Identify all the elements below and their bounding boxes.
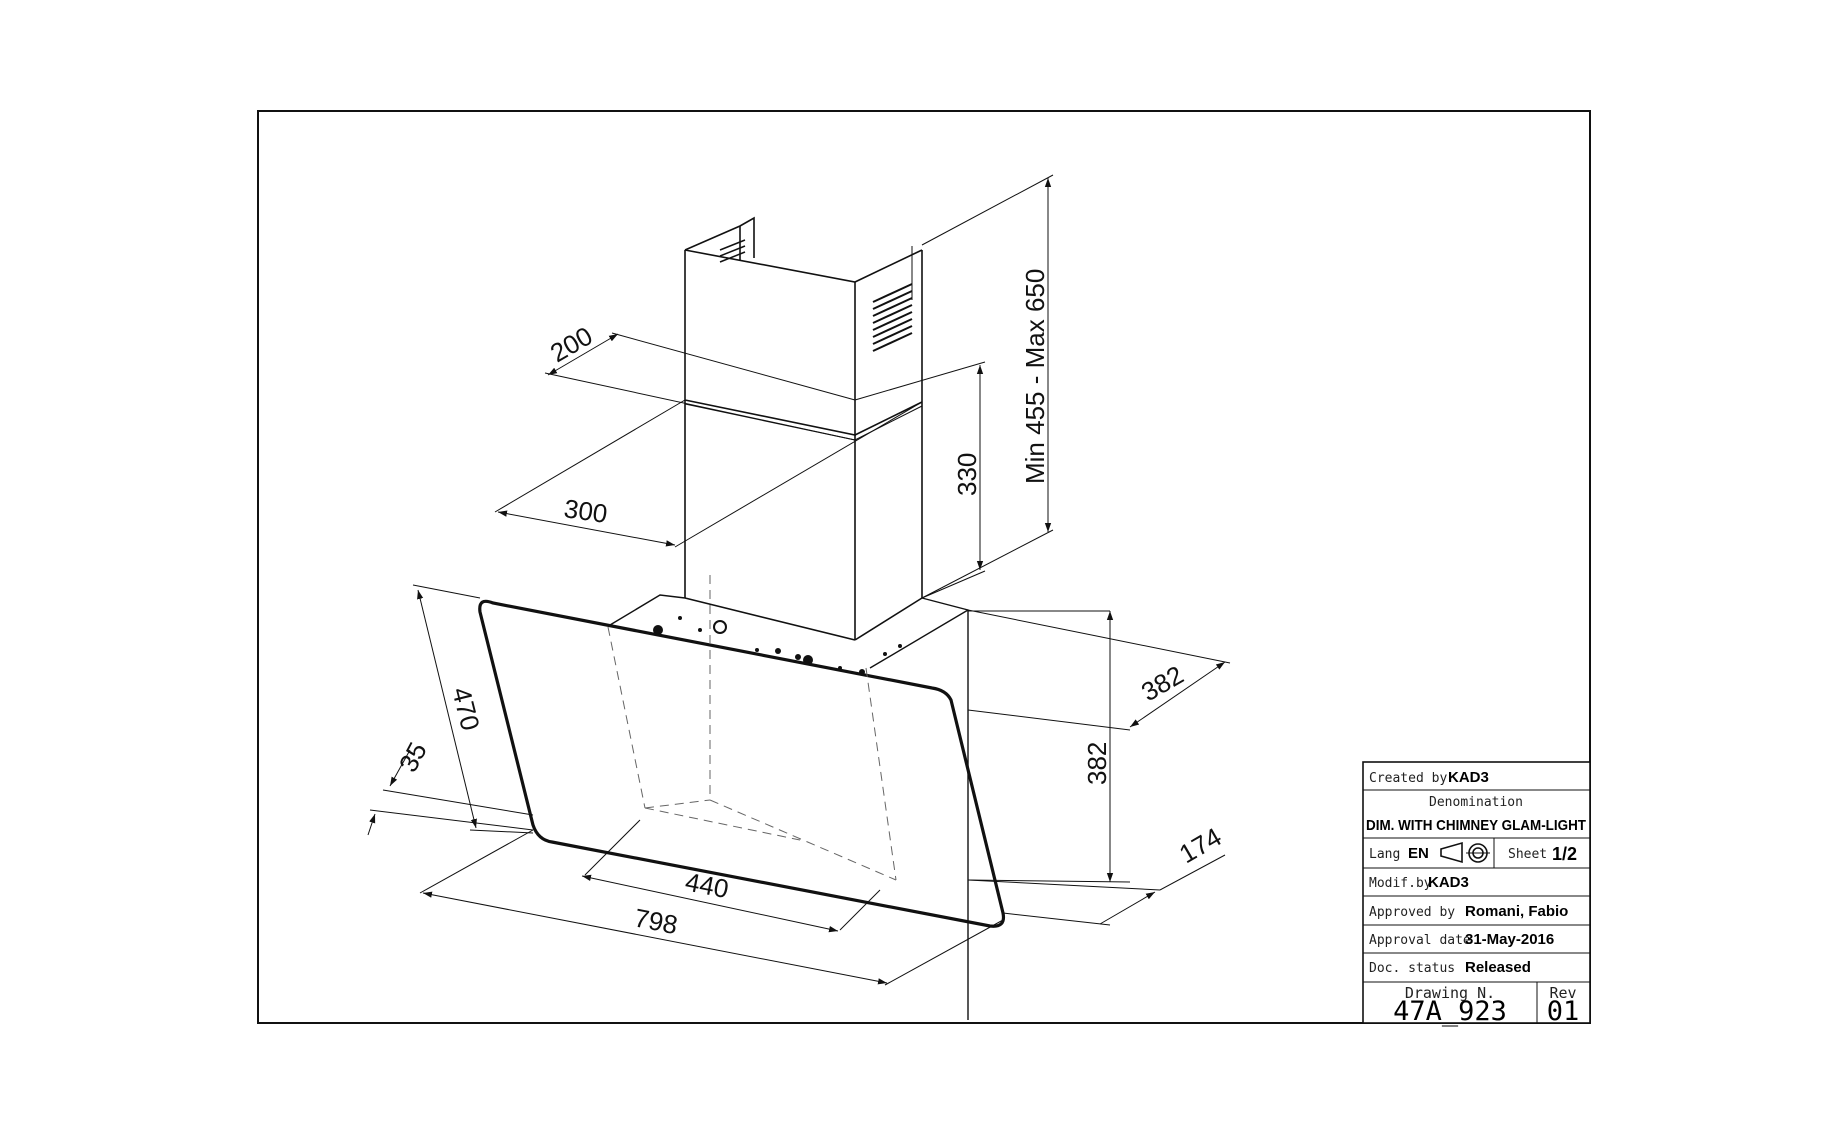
dim-300-label: 300	[562, 493, 609, 529]
dim-470	[412, 584, 534, 834]
hood-body	[609, 594, 1110, 1020]
dim-382-height	[967, 611, 1131, 883]
dim-382-height-label: 382	[1082, 742, 1112, 785]
dim-200-label: 200	[545, 321, 598, 369]
title-block	[1362, 761, 1591, 1024]
dim-330	[854, 361, 986, 599]
dim-chimney-height-label: Min 455 - Max 650	[1020, 269, 1050, 484]
sheet-value: 1/2	[1552, 844, 1577, 864]
dim-330-label: 330	[952, 453, 982, 496]
dim-35	[367, 749, 534, 836]
dim-300	[494, 399, 923, 548]
dim-470-label: 470	[446, 684, 486, 733]
sheet-label: Sheet	[1508, 847, 1547, 862]
doc-status-label: Doc. status	[1369, 961, 1455, 976]
dim-174	[967, 854, 1226, 926]
created-by-value: KAD3	[1448, 769, 1489, 786]
chimney-vents	[719, 239, 913, 352]
lang-label: Lang	[1369, 847, 1400, 862]
dim-200	[544, 332, 856, 441]
modified-by-label: Modif.by	[1369, 876, 1432, 891]
approval-date-value: 31-May-2016	[1465, 931, 1554, 948]
drawing-number-label: Drawing N.	[1405, 984, 1495, 1002]
doc-status-value: Released	[1465, 959, 1531, 976]
modified-by-value: KAD3	[1428, 874, 1469, 891]
created-by-label: Created by	[1369, 771, 1447, 786]
hidden-edges	[607, 575, 897, 881]
projection-symbol-icon	[1440, 841, 1490, 864]
dim-798	[419, 829, 1004, 986]
approved-by-label: Approved by	[1369, 905, 1455, 920]
denomination-label: Denomination	[1429, 795, 1523, 810]
dim-174-label: 174	[1174, 822, 1227, 870]
denomination-value: DIM. WITH CHIMNEY GLAM-LIGHT	[1366, 817, 1586, 834]
approved-by-value: Romani, Fabio	[1465, 903, 1568, 920]
glass-panel	[478, 599, 1006, 928]
approval-date-label: Approval date	[1369, 933, 1471, 948]
motor-details	[653, 616, 902, 675]
drawing-frame	[257, 110, 1591, 1024]
rev-value: 01	[1547, 996, 1580, 1027]
rev-label: Rev	[1549, 984, 1576, 1002]
lang-value: EN	[1408, 845, 1429, 862]
dim-382-depth-label: 382	[1136, 660, 1189, 708]
drawing-number-value: 47A_923	[1393, 996, 1507, 1027]
dim-chimney-height	[921, 174, 1054, 599]
dim-440-label: 440	[683, 866, 731, 904]
dim-382-depth	[967, 609, 1231, 731]
